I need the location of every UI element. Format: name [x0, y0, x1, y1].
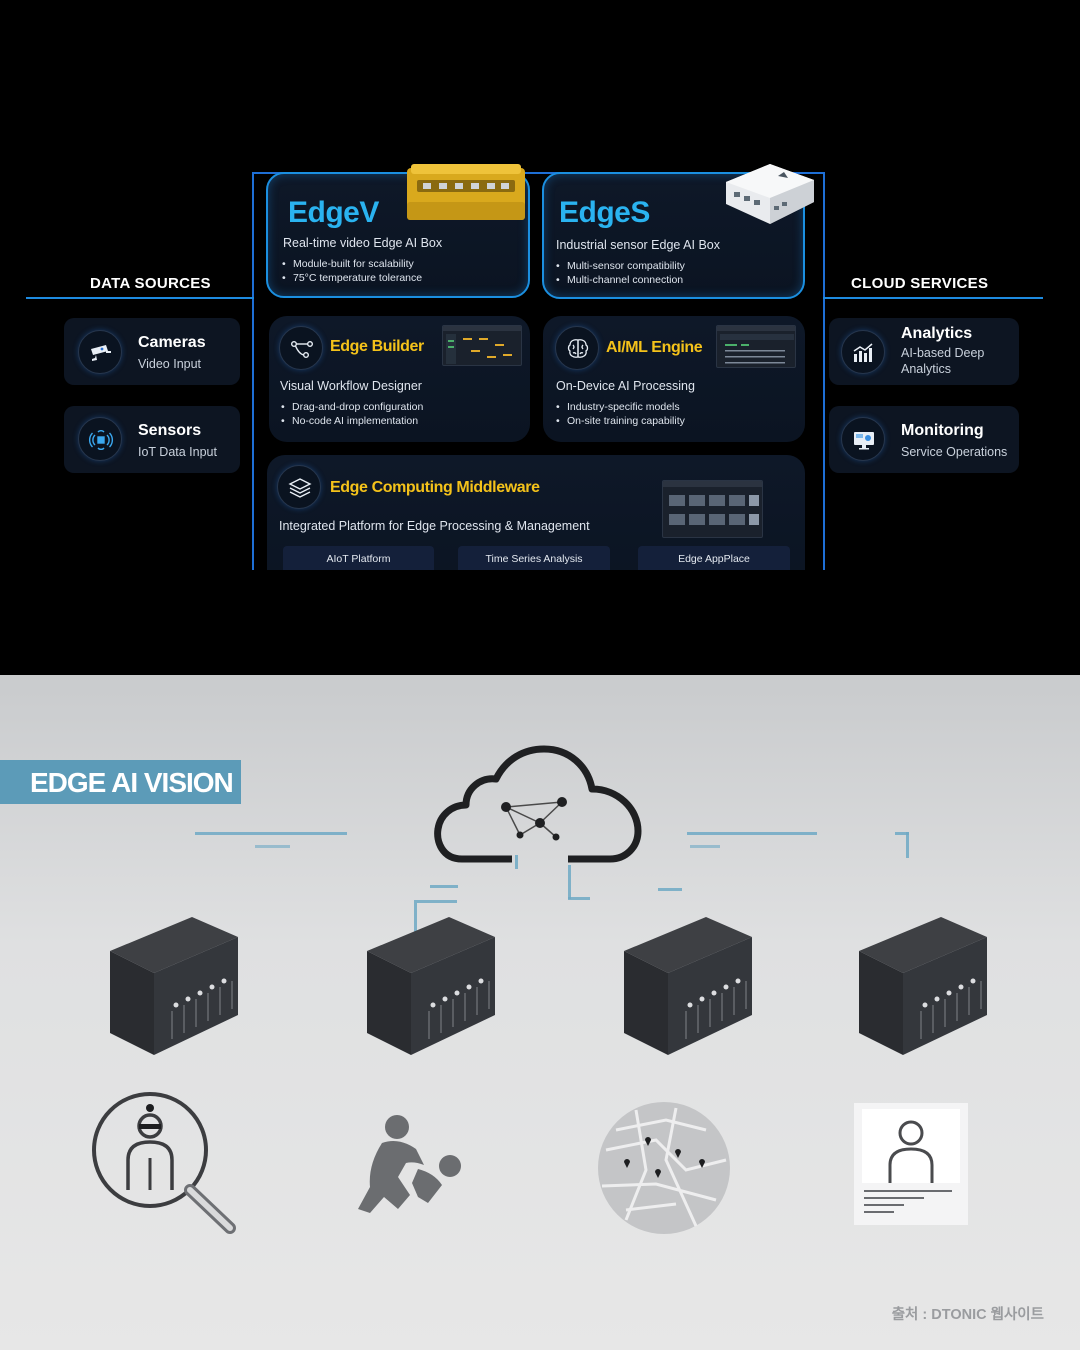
- bar-chart-icon: [841, 330, 885, 374]
- bullet: Multi-sensor compatibility: [556, 260, 685, 274]
- edge-ai-vision-panel: EDGE AI VISION: [0, 675, 1080, 1350]
- bullet: On-site training capability: [556, 415, 685, 429]
- middleware-sub: Integrated Platform for Edge Processing …: [279, 519, 590, 533]
- bullet: Module-built for scalability: [282, 258, 422, 272]
- edge-appplace-tab[interactable]: Edge AppPlace: [638, 546, 790, 570]
- platform-frame: [252, 172, 825, 572]
- aiml-screenshot: [716, 325, 796, 368]
- cloud-network-icon: [432, 745, 648, 867]
- connector-line: [255, 845, 290, 848]
- cloud-title: Monitoring: [901, 422, 984, 439]
- edge-server-icon: [855, 911, 989, 1057]
- bullet: Multi-channel connection: [556, 274, 685, 288]
- cloud-services-line: [823, 297, 1043, 299]
- cctv-camera-icon: [78, 330, 122, 374]
- connector-line: [658, 888, 682, 891]
- edge-builder-bullets: Drag-and-drop configuration No-code AI i…: [281, 401, 423, 428]
- cloud-sub: Service Operations: [901, 445, 1008, 459]
- banner-text: EDGE AI VISION: [30, 767, 234, 798]
- middleware-title: Edge Computing Middleware: [330, 479, 540, 496]
- data-sources-line: [26, 297, 254, 299]
- edges-sub: Industrial sensor Edge AI Box: [556, 238, 720, 252]
- bottom-mask: [0, 570, 1080, 675]
- connector-line: [895, 832, 909, 835]
- bullet: 75°C temperature tolerance: [282, 272, 422, 286]
- edges-title: EdgeS: [559, 196, 650, 229]
- edge-ai-vision-banner: EDGE AI VISION: [0, 760, 241, 804]
- brain-icon: [555, 326, 599, 370]
- data-sources-label: DATA SOURCES: [90, 275, 211, 292]
- edgev-sub: Real-time video Edge AI Box: [283, 236, 443, 250]
- architecture-panel: DATA SOURCES CLOUD SERVICES Cameras Vide…: [0, 0, 1080, 675]
- connector-line: [414, 900, 417, 934]
- cloud-sub-line1: AI-based Deep: [901, 346, 985, 360]
- edges-card[interactable]: EdgeS Industrial sensor Edge AI Box Mult…: [542, 172, 805, 299]
- person-search-icon: [88, 1088, 238, 1236]
- cloud-card-analytics[interactable]: Analytics AI-based Deep Analytics: [829, 318, 1019, 385]
- aiml-engine-card[interactable]: AI/ML Engine On-Device AI Processing Ind…: [543, 316, 805, 442]
- source-card-sensors[interactable]: Sensors IoT Data Input: [64, 406, 240, 473]
- edge-server-icon: [363, 911, 497, 1057]
- workflow-screenshot: [442, 325, 522, 366]
- edge-builder-sub: Visual Workflow Designer: [280, 379, 422, 393]
- edge-builder-title: Edge Builder: [330, 338, 424, 355]
- edge-server-icon: [620, 911, 754, 1057]
- cloud-services-label: CLOUD SERVICES: [851, 275, 989, 292]
- source-credit: 출처 : DTONIC 웹사이트: [891, 1307, 1044, 1323]
- bullet: Industry-specific models: [556, 401, 685, 415]
- connector-line: [687, 832, 817, 835]
- cloud-card-monitoring[interactable]: Monitoring Service Operations: [829, 406, 1019, 473]
- middleware-screenshot: [662, 480, 763, 538]
- edges-device-image: [722, 160, 818, 232]
- connector-line: [906, 832, 909, 858]
- connector-line: [568, 865, 571, 899]
- time-series-tab[interactable]: Time Series Analysis: [458, 546, 610, 570]
- edgev-title: EdgeV: [288, 196, 379, 229]
- workflow-icon: [279, 326, 323, 370]
- edges-bullets: Multi-sensor compatibility Multi-channel…: [556, 260, 685, 287]
- aiot-platform-tab[interactable]: AIoT Platform: [283, 546, 434, 570]
- source-title: Cameras: [138, 334, 206, 351]
- cloud-title: Analytics: [901, 325, 973, 342]
- iot-sensor-icon: [78, 417, 122, 461]
- source-card-cameras[interactable]: Cameras Video Input: [64, 318, 240, 385]
- edgev-bullets: Module-built for scalability 75°C temper…: [282, 258, 422, 285]
- aiml-engine-bullets: Industry-specific models On-site trainin…: [556, 401, 685, 428]
- connector-line: [515, 855, 518, 869]
- bullet: Drag-and-drop configuration: [281, 401, 423, 415]
- cloud-sub-line2: Analytics: [901, 362, 952, 376]
- id-card-icon: [854, 1103, 968, 1225]
- connector-line: [195, 832, 347, 835]
- edge-server-icon: [106, 911, 240, 1057]
- layers-icon: [277, 465, 321, 509]
- aiml-engine-title: AI/ML Engine: [606, 339, 703, 356]
- edgev-device-image: [405, 162, 527, 222]
- connector-line: [568, 897, 590, 900]
- source-sub: Video Input: [138, 357, 202, 371]
- bullet: No-code AI implementation: [281, 415, 423, 429]
- connector-line: [430, 885, 458, 888]
- connector-line: [417, 900, 457, 903]
- aiml-engine-sub: On-Device AI Processing: [556, 379, 695, 393]
- source-title: Sensors: [138, 422, 202, 439]
- map-location-icon: [596, 1100, 732, 1236]
- source-sub: IoT Data Input: [138, 445, 217, 459]
- connector-line: [690, 845, 720, 848]
- edge-builder-card[interactable]: Edge Builder Visual Workflow Designer Dr…: [269, 316, 530, 442]
- fight-detection-icon: [354, 1113, 464, 1217]
- monitor-icon: [841, 417, 885, 461]
